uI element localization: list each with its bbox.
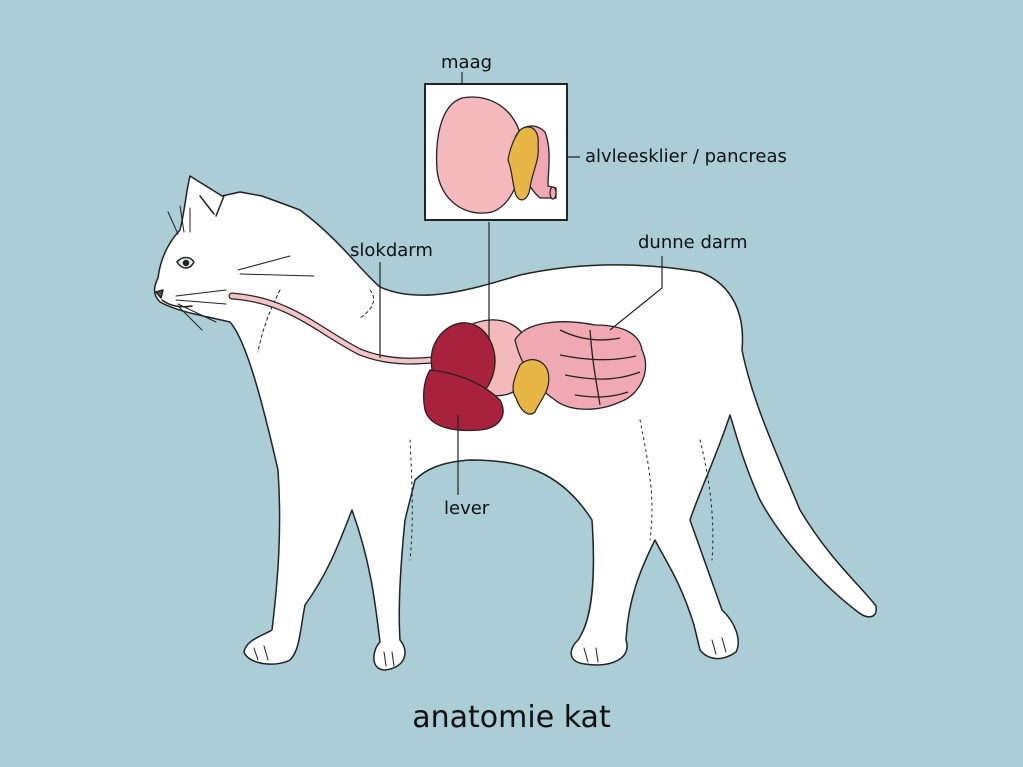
cat-illustration bbox=[153, 175, 877, 671]
esophagus-fill bbox=[229, 293, 453, 364]
inset-stomach-icon bbox=[435, 96, 523, 214]
cat-neck-line bbox=[257, 289, 375, 353]
diagram-title: anatomie kat bbox=[412, 700, 611, 735]
pancreas-organ bbox=[512, 359, 550, 415]
cat-body-icon bbox=[153, 175, 877, 671]
cat-nose bbox=[155, 289, 164, 299]
cat-mouth bbox=[161, 299, 193, 308]
leader-small-intestine bbox=[609, 256, 663, 331]
label-small-intestine: dunne darm bbox=[638, 232, 748, 253]
label-esophagus: slokdarm bbox=[350, 240, 433, 261]
label-pancreas: alvleesklier / pancreas bbox=[585, 146, 787, 167]
label-liver: lever bbox=[444, 498, 490, 519]
cat-ear-line bbox=[199, 195, 225, 217]
cat-toes bbox=[253, 637, 727, 667]
cat-pupil bbox=[182, 259, 190, 267]
stomach-pancreas-inset bbox=[424, 83, 568, 221]
liver-organ bbox=[423, 322, 504, 432]
cat-leg-lines bbox=[409, 419, 714, 561]
label-stomach: maag bbox=[441, 52, 493, 73]
inset-duodenum-end bbox=[549, 186, 557, 200]
cat-whiskers bbox=[167, 205, 315, 331]
inset-pancreas-icon bbox=[507, 126, 539, 201]
